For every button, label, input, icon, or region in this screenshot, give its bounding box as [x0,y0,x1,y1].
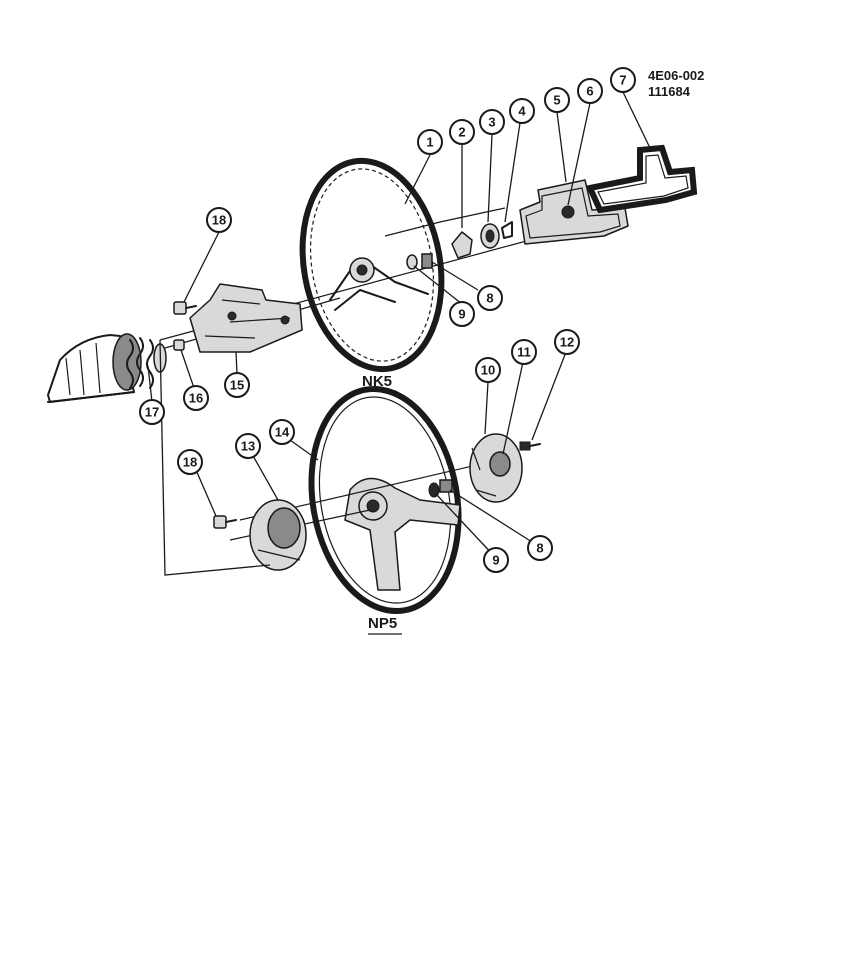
callout-9-lower: 9 [483,547,509,573]
svg-text:16: 16 [189,391,203,406]
variant-label-nk5: NK5 [362,373,392,390]
callout-3: 3 [479,109,505,135]
bolt-18-upper [173,301,197,315]
callout-1: 1 [417,129,443,155]
svg-text:9: 9 [492,553,499,568]
bolt-16 [173,339,185,351]
svg-text:18: 18 [212,213,226,228]
callout-2: 2 [449,119,475,145]
emblem-ring [585,144,698,214]
svg-text:7: 7 [619,73,626,88]
svg-text:2: 2 [458,125,465,140]
callout-15: 15 [224,372,250,398]
svg-text:18: 18 [183,455,197,470]
screw-12 [519,441,541,451]
reference-number: 111684 [648,84,691,99]
svg-text:5: 5 [553,93,560,108]
callout-12: 12 [554,329,580,355]
svg-text:3: 3 [488,115,495,130]
leader-lines [147,91,651,559]
callout-5: 5 [544,87,570,113]
svg-text:10: 10 [481,363,495,378]
callout-13: 13 [235,433,261,459]
svg-text:12: 12 [560,335,574,350]
horn-pad-plate [519,179,629,245]
callout-18-lower: 18 [177,449,203,475]
callout-9-upper: 9 [449,301,475,327]
svg-text:8: 8 [486,291,493,306]
callout-4: 4 [509,98,535,124]
bolt-18-lower [213,515,237,529]
callout-14: 14 [269,419,295,445]
svg-text:17: 17 [145,405,159,420]
nut-washer-upper [406,253,433,270]
svg-text:6: 6 [586,84,593,99]
nut-washer-lower [428,479,453,498]
variant-label-np5: NP5 [368,615,397,632]
svg-text:15: 15 [230,378,244,393]
callout-18-upper: 18 [206,207,232,233]
callout-17: 17 [139,399,165,425]
svg-text:11: 11 [517,345,531,360]
reference-code: 4E06-002 [648,68,704,83]
steering-wheel-np5 [308,385,462,615]
cancel-cam-bracket [189,283,303,353]
callout-7: 7 [610,67,636,93]
callout-10: 10 [475,357,501,383]
callout-16: 16 [183,385,209,411]
retainer-parts [451,221,513,259]
svg-text:13: 13 [241,439,255,454]
callout-8-lower: 8 [527,535,553,561]
svg-text:1: 1 [426,135,433,150]
svg-text:9: 9 [458,307,465,322]
svg-text:4: 4 [518,104,526,119]
callout-6: 6 [577,78,603,104]
cancel-cam-lower [249,499,307,571]
svg-text:8: 8 [536,541,543,556]
callout-11: 11 [511,339,537,365]
svg-text:14: 14 [275,425,290,440]
callout-8-upper: 8 [477,285,503,311]
horn-pad-lower [469,433,523,503]
upper-connector-line [384,207,506,237]
